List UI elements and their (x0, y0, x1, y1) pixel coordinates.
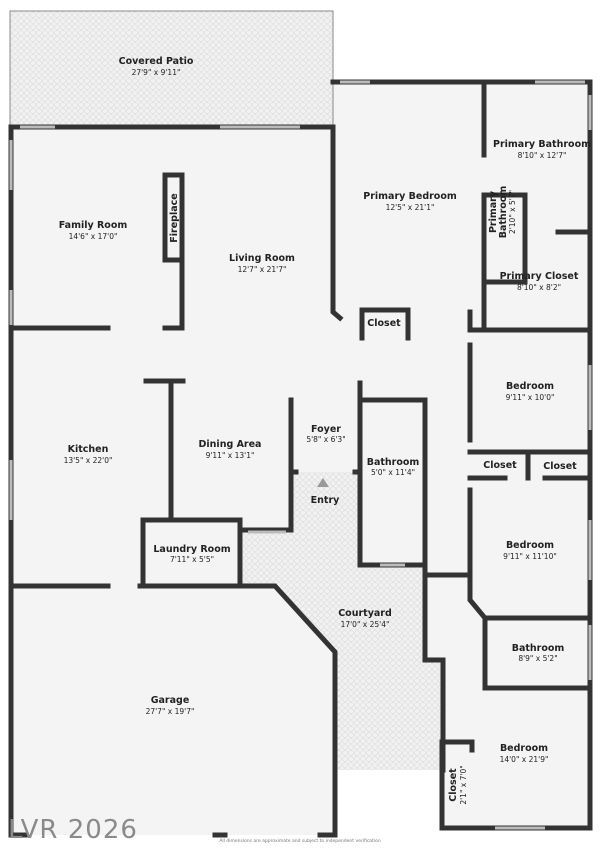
garage-label: Garage (151, 695, 190, 706)
bedroom-2-dim: 9'11" x 11'10" (503, 552, 557, 561)
dining-area-dim: 9'11" x 13'1" (206, 451, 255, 460)
primary-bedroom-label: Primary Bedroom (363, 191, 457, 202)
living-room-label: Living Room (229, 253, 295, 264)
bedroom-2-label: Bedroom (506, 540, 554, 551)
windows (9, 80, 592, 830)
kitchen-dim: 13'5" x 22'0" (64, 456, 113, 465)
entry-arrow-icon (317, 478, 329, 487)
primary-bathroom-small-label-2: Bathroom (498, 186, 509, 239)
foyer-label: Foyer (311, 424, 341, 435)
primary-bathroom-small-dim: 2'10" x 5'7" (508, 190, 517, 234)
family-room-label: Family Room (59, 220, 128, 231)
primary-bathroom-label: Primary Bathroom (493, 139, 591, 150)
bathroom-2-label: Bathroom (512, 643, 565, 654)
foyer-dim: 5'8" x 6'3" (306, 435, 345, 444)
closet-primary-label: Closet (367, 318, 401, 329)
watermark: LVR 2026 (8, 815, 138, 845)
covered-patio-dim: 27'9" x 9'11" (132, 68, 181, 77)
laundry-room-label: Laundry Room (153, 544, 230, 555)
entry-label: Entry (311, 495, 340, 506)
primary-bedroom-dim: 12'5" x 21'1" (386, 203, 435, 212)
courtyard-floor (243, 472, 443, 770)
bathroom-1-dim: 5'0" x 11'4" (371, 468, 415, 477)
covered-patio-label: Covered Patio (119, 56, 194, 67)
room-labels: Covered Patio 27'9" x 9'11" Family Room … (59, 56, 591, 805)
bathroom-2-dim: 8'9" x 5'2" (518, 654, 557, 663)
primary-closet-label: Primary Closet (500, 271, 579, 282)
courtyard-label: Courtyard (338, 608, 392, 619)
disclaimer: All dimensions are approximate and subje… (219, 839, 381, 844)
family-room-dim: 14'6" x 17'0" (69, 232, 118, 241)
garage-dim: 27'7" x 19'7" (146, 707, 195, 716)
bedroom-1-dim: 9'11" x 10'0" (506, 393, 555, 402)
closet-b-label: Closet (543, 461, 577, 472)
kitchen-label: Kitchen (68, 444, 109, 455)
bedroom-1-label: Bedroom (506, 381, 554, 392)
courtyard-dim: 17'0" x 25'4" (341, 620, 390, 629)
bedroom-3-dim: 14'0" x 21'9" (500, 755, 549, 764)
primary-bathroom-dim: 8'10" x 12'7" (518, 151, 567, 160)
fireplace-label: Fireplace (169, 193, 180, 242)
floors (10, 11, 590, 835)
covered-patio-floor (10, 11, 333, 127)
closet-small-dim: 2'1" x 7'0" (459, 765, 468, 804)
living-room-dim: 12'7" x 21'7" (238, 265, 287, 274)
walls (8, 79, 593, 838)
laundry-room-dim: 7'11" x 5'5" (170, 555, 214, 564)
dining-area-label: Dining Area (199, 439, 262, 450)
bedroom-3-label: Bedroom (500, 743, 548, 754)
primary-bathroom-small-label-1: Primary (488, 190, 499, 233)
closet-a-label: Closet (483, 460, 517, 471)
primary-closet-dim: 8'10" x 8'2" (517, 283, 561, 292)
bathroom-1-label: Bathroom (367, 457, 420, 468)
closet-small-label: Closet (448, 768, 459, 802)
